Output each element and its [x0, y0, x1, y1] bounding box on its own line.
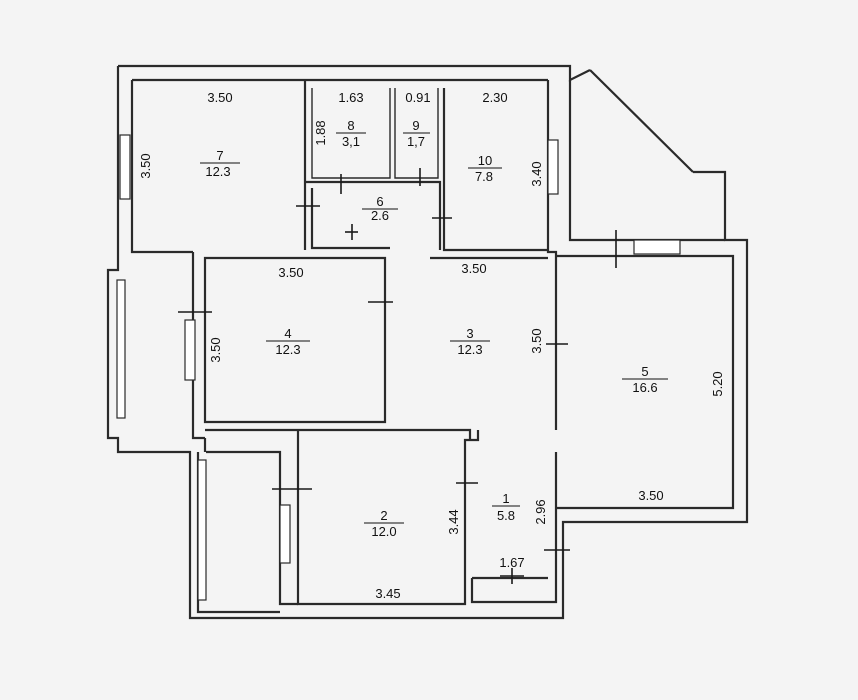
room-label-3: 3 12.3 [450, 326, 490, 357]
room-number-8: 8 [347, 118, 354, 133]
room-area-6: 2.6 [371, 208, 389, 223]
room-number-6: 6 [376, 194, 383, 209]
window-room7 [119, 134, 131, 200]
room-area-2: 12.0 [371, 524, 396, 539]
room-label-6: 6 2.6 [362, 194, 398, 223]
room-label-1: 1 5.8 [492, 491, 520, 523]
room-number-1: 1 [502, 491, 509, 506]
room-area-10: 7.8 [475, 169, 493, 184]
room-number-10: 10 [478, 153, 492, 168]
dim-room10-height: 3.40 [529, 161, 544, 186]
outer-walls [106, 64, 749, 620]
window-room4 [184, 319, 196, 381]
dim-room10-width: 2.30 [482, 90, 507, 105]
room-number-3: 3 [466, 326, 473, 341]
room-label-2: 2 12.0 [364, 508, 404, 539]
dim-room8-width: 1.63 [338, 90, 363, 105]
window-room10 [547, 139, 559, 195]
room-number-5: 5 [641, 364, 648, 379]
window-room2 [279, 504, 291, 564]
room-label-9: 9 1,7 [403, 118, 430, 149]
window-loggia-left [116, 279, 126, 419]
windows [116, 134, 681, 601]
room-number-7: 7 [216, 148, 223, 163]
room-area-5: 16.6 [632, 380, 657, 395]
dim-room7-width: 3.50 [207, 90, 232, 105]
dim-room4-height: 3.50 [208, 337, 223, 362]
room-area-3: 12.3 [457, 342, 482, 357]
room-label-8: 8 3,1 [336, 118, 366, 149]
dim-room3-height: 3.50 [529, 328, 544, 353]
dim-room1-width: 1.67 [499, 555, 524, 570]
window-loggia-bottom [197, 459, 207, 601]
dimension-labels: 3.50 3.50 1.63 1.88 0.91 2.30 3.40 3.50 … [138, 90, 725, 601]
dim-room9-width: 0.91 [405, 90, 430, 105]
dim-room5-height: 5.20 [710, 371, 725, 396]
room-area-8: 3,1 [342, 134, 360, 149]
dim-room2-height: 3.44 [446, 509, 461, 534]
dim-room5-width: 3.50 [638, 488, 663, 503]
room-label-10: 10 7.8 [468, 153, 502, 184]
room-number-9: 9 [412, 118, 419, 133]
dim-room7-height: 3.50 [138, 153, 153, 178]
interior-walls [191, 80, 558, 614]
dim-room4-width: 3.50 [278, 265, 303, 280]
dim-room2-width: 3.45 [375, 586, 400, 601]
room-area-4: 12.3 [275, 342, 300, 357]
room-area-9: 1,7 [407, 134, 425, 149]
dim-room1-height: 2.96 [533, 499, 548, 524]
room-label-5: 5 16.6 [622, 364, 668, 395]
room-label-4: 4 12.3 [266, 326, 310, 357]
room-area-7: 12.3 [205, 164, 230, 179]
door-marks [178, 168, 617, 584]
room-number-4: 4 [284, 326, 291, 341]
dim-room8-height: 1.88 [313, 120, 328, 145]
room-number-2: 2 [380, 508, 387, 523]
room-area-1: 5.8 [497, 508, 515, 523]
room-label-7: 7 12.3 [200, 148, 240, 179]
window-room5 [633, 239, 681, 255]
dim-room3-width: 3.50 [461, 261, 486, 276]
